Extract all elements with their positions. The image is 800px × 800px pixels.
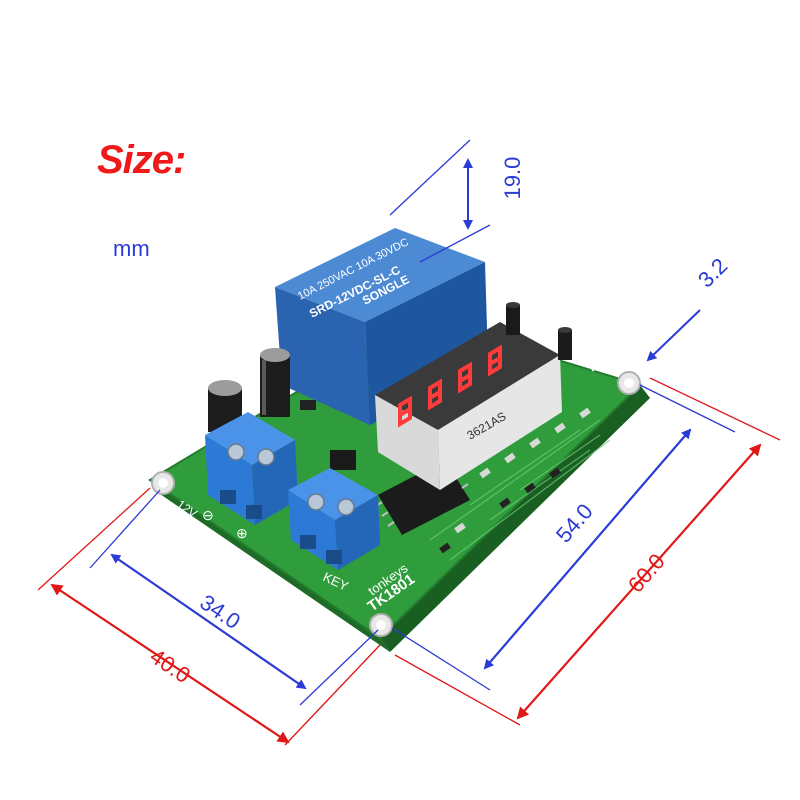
- hole-spacing-short-value: 34.0: [195, 589, 244, 634]
- width-value: 40.0: [145, 643, 194, 688]
- relay: 10A 250VAC 10A 30VDC SRD-12VDC-SL-C SONG…: [275, 228, 488, 425]
- down-label: Down: [587, 348, 617, 374]
- dimension-hole-offset: 3.2: [646, 253, 732, 362]
- unit-label: mm: [113, 236, 150, 261]
- terminal-block-key: [288, 468, 380, 570]
- minus-label: ⊖: [202, 507, 214, 523]
- terminal-block-power: [205, 412, 298, 525]
- mounting-holes: [151, 371, 641, 637]
- seven-segment-display: 3621AS: [375, 322, 562, 490]
- height-value: 19.0: [500, 157, 525, 200]
- size-heading: Size:: [97, 138, 186, 182]
- tactile-buttons: [506, 302, 572, 360]
- dimension-length: 60.0: [394, 377, 781, 726]
- display-digits: [398, 344, 502, 428]
- hole-offset-value: 3.2: [693, 253, 732, 292]
- dimension-height: 19.0: [389, 139, 525, 263]
- hole-spacing-long-value: 54.0: [551, 499, 598, 548]
- plus-label: ⊕: [236, 525, 248, 541]
